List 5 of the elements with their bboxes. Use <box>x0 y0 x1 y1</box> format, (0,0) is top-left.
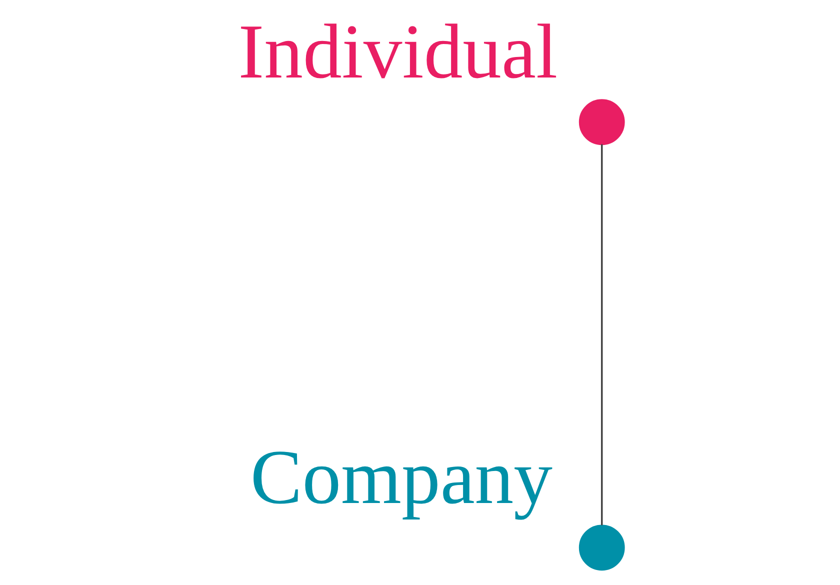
connector <box>600 144 603 526</box>
node-circle <box>578 524 625 571</box>
node-label: Company <box>250 434 553 520</box>
node-label: Individual <box>238 8 558 94</box>
node-circle <box>578 99 625 146</box>
